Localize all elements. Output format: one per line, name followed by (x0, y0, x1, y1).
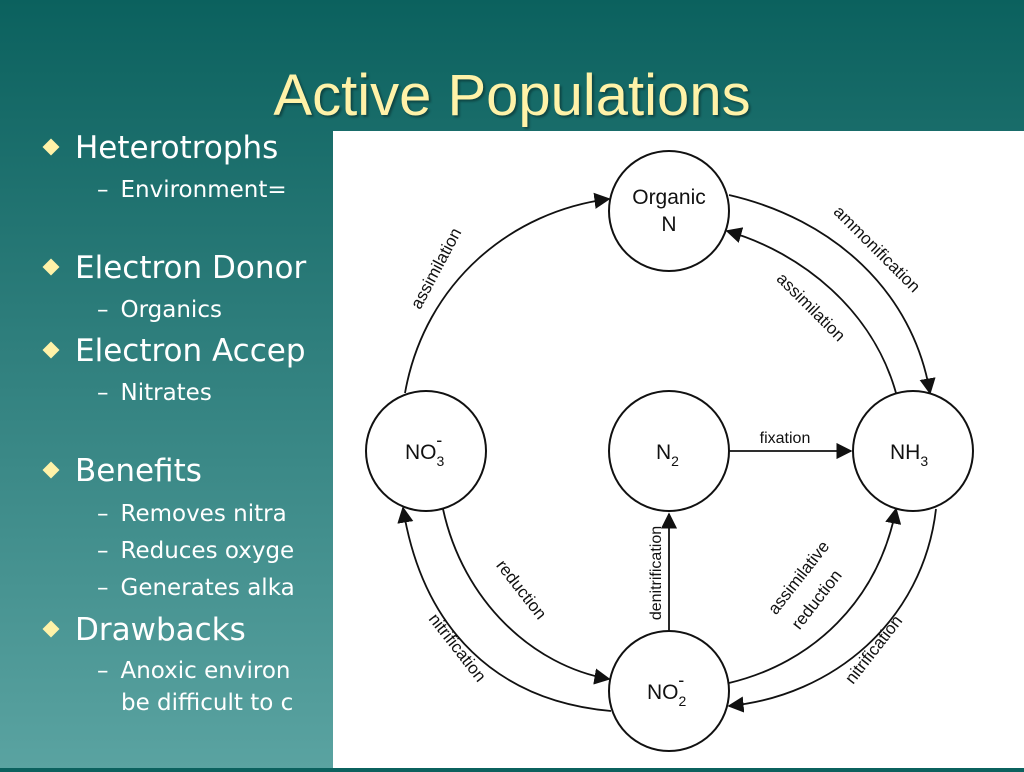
bullet-benefits: Benefits (42, 453, 202, 489)
nh3-label: NH3 (890, 441, 928, 469)
bullet-label: Electron Donor (75, 250, 307, 286)
nh3-node (852, 390, 974, 512)
sub-bullet: –Generates alka (97, 575, 295, 601)
bullet-electron-acceptor: Electron Accep (42, 333, 306, 369)
sub-bullet-text: Nitrates (120, 380, 212, 406)
nitrogen-cycle-diagram: Organic N NO3- N2 NH3 NO2- assimilation … (333, 131, 1024, 768)
nitrification-right-label: nitrification (841, 612, 906, 688)
sub-bullet: –Organics (97, 297, 222, 323)
sub-bullet-text: be difficult to c (121, 690, 294, 716)
sub-bullet-continuation: be difficult to c (121, 690, 293, 718)
bullet-drawbacks: Drawbacks (42, 612, 246, 648)
bullet-label: Drawbacks (75, 612, 246, 648)
sub-bullet-text: Removes nitra (120, 501, 287, 527)
n2-label: N2 (656, 441, 679, 469)
sub-bullet-text: Reduces oxyge (120, 538, 295, 564)
organic-n-node (608, 150, 730, 272)
assimilative-reduction-arrow (728, 507, 902, 684)
no2-label: NO2- (647, 670, 687, 709)
organic-n-label: Organic (632, 186, 706, 209)
nitrogen-cycle-svg: Organic N NO3- N2 NH3 NO2- assimilation … (365, 150, 974, 752)
reduction-arrow (442, 508, 611, 685)
no3-node (365, 390, 487, 512)
bullet-electron-donor: Electron Donor (42, 250, 307, 286)
bullet-heterotrophs: Heterotrophs (42, 130, 279, 166)
no3-label: NO3- (405, 430, 445, 469)
reduction-label: reduction (492, 556, 550, 623)
sub-bullet-text: Generates alka (120, 575, 295, 601)
sub-bullet: –Environment= (97, 177, 287, 203)
fixation-label: fixation (760, 430, 811, 447)
sub-bullet: –Anoxic environ (97, 658, 291, 684)
slide-title: Active Populations (273, 63, 751, 128)
sub-bullet-text: Anoxic environ (120, 658, 291, 684)
diamond-bullet-icon (42, 461, 60, 479)
ammonification-arrow (728, 194, 936, 395)
sub-bullet: –Reduces oxyge (97, 538, 295, 564)
diamond-bullet-icon (42, 258, 60, 276)
sub-bullet-text: Environment= (120, 177, 287, 203)
nitrification-left-arrow (397, 506, 612, 712)
nitrification-left-label: nitrification (425, 610, 490, 686)
denitrification-label: denitrification (648, 526, 665, 620)
diamond-bullet-icon (42, 620, 60, 638)
diamond-bullet-icon (42, 341, 60, 359)
sub-bullet: –Removes nitra (97, 501, 287, 527)
assimilation-right-arrow (725, 227, 897, 394)
bullet-label: Benefits (75, 453, 202, 489)
diamond-bullet-icon (42, 138, 60, 156)
assimilation-right-label: assimilation (773, 269, 849, 345)
organic-n-label-2: N (661, 213, 676, 236)
bullet-label: Electron Accep (75, 333, 306, 369)
nitrification-right-arrow (727, 508, 937, 713)
assimilation-left-label: assimilation (407, 225, 465, 312)
bullet-label: Heterotrophs (75, 130, 279, 166)
sub-bullet: –Nitrates (97, 380, 212, 406)
assimilation-left-arrow (404, 192, 611, 394)
sub-bullet-text: Organics (120, 297, 222, 323)
